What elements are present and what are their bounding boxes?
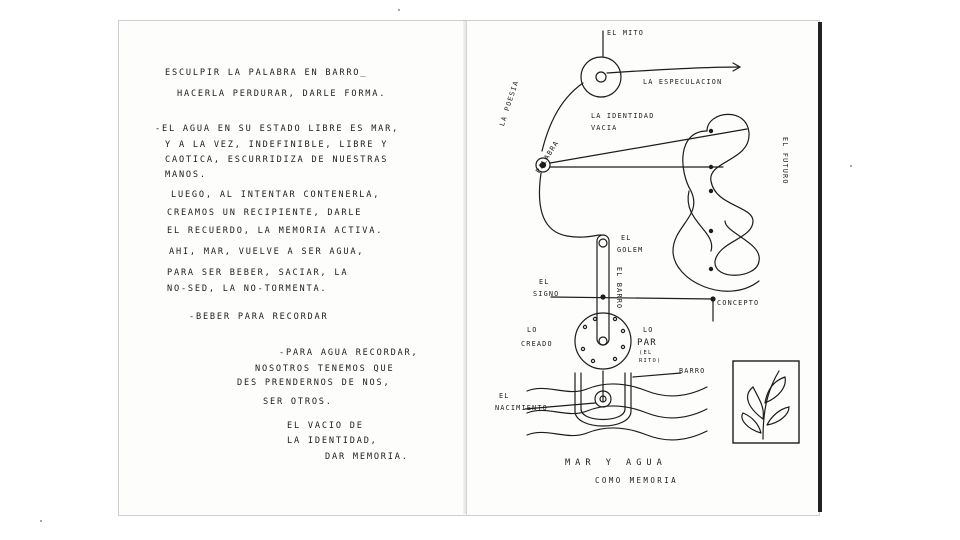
text-line: EL RECUERDO, LA MEMORIA ACTIVA. — [167, 226, 384, 236]
text-line: EL VACIO DE — [287, 421, 364, 431]
text-line: Y A LA VEZ, INDEFINIBLE, LIBRE Y — [165, 140, 389, 150]
label-rito: RITO) — [639, 358, 662, 364]
label-la-especulacion: LA ESPECULACION — [643, 78, 723, 86]
label-el-rito: (EL — [639, 350, 653, 356]
label-el-nac: EL — [499, 392, 510, 400]
label-identidad: LA IDENTIDAD — [591, 112, 655, 120]
label-barro: BARRO — [679, 367, 706, 375]
label-el-mito: EL MITO — [607, 29, 645, 37]
caption-line: MAR Y AGUA — [565, 458, 667, 468]
label-lo: LO — [527, 326, 538, 334]
label-el: EL — [539, 278, 550, 286]
text-line: -PARA AGUA RECORDAR, — [279, 348, 419, 358]
text-line: LUEGO, AL INTENTAR CONTENERLA, — [171, 190, 381, 200]
text-line: -BEBER PARA RECORDAR — [189, 312, 329, 322]
text-line: DES PRENDERNOS DE NOS, — [237, 378, 391, 388]
notebook-back-edge — [818, 22, 822, 512]
label-par: PAR — [637, 338, 657, 348]
label-el-futuro: EL FUTURO — [780, 137, 789, 185]
label-signo: SIGNO — [533, 290, 560, 298]
text-line: HACERLA PERDURAR, DARLE FORMA. — [177, 89, 387, 99]
text-line: -EL AGUA EN SU ESTADO LIBRE ES MAR, — [155, 124, 400, 134]
label-lo-par: LO — [643, 326, 654, 334]
right-page: EL MITO LA ESPECULACION LA IDENTIDAD VAC… — [466, 20, 820, 516]
dust-speck — [850, 165, 852, 167]
text-line: ESCULPIR LA PALABRA EN BARRO_ — [165, 68, 368, 78]
text-line: DAR MEMORIA. — [325, 452, 409, 462]
text-line: AHI, MAR, VUELVE A SER AGUA, — [169, 247, 365, 257]
open-notebook: ESCULPIR LA PALABRA EN BARRO_ HACERLA PE… — [118, 20, 822, 516]
label-concepto: CONCEPTO — [717, 299, 760, 307]
caption-line: COMO MEMORIA — [595, 476, 678, 485]
golem-diagram — [524, 30, 800, 444]
label-nacimiento: NACIMIENTO — [495, 404, 548, 412]
text-line: PARA SER BEBER, SACIAR, LA — [167, 268, 349, 278]
text-line: SER OTROS. — [263, 397, 333, 407]
text-line: CREAMOS UN RECIPIENTE, DARLE — [167, 208, 363, 218]
text-line: MANOS. — [165, 170, 207, 180]
text-line: LA IDENTIDAD, — [287, 436, 378, 446]
label-el-barro: EL BARRO — [614, 267, 623, 310]
text-line: NO-SED, LA NO-TORMENTA. — [167, 284, 328, 294]
label-golem: GOLEM — [617, 246, 644, 254]
dust-speck — [398, 9, 400, 11]
dust-speck — [40, 520, 42, 522]
text-line: NOSOTROS TENEMOS QUE — [255, 364, 395, 374]
label-creado: CREADO — [521, 340, 553, 348]
text-line: CAOTICA, ESCURRIDIZA DE NUESTRAS — [165, 155, 389, 165]
left-page: ESCULPIR LA PALABRA EN BARRO_ HACERLA PE… — [118, 20, 467, 516]
label-vacia: VACIA — [591, 124, 618, 132]
label-el-golem: EL — [621, 234, 632, 242]
